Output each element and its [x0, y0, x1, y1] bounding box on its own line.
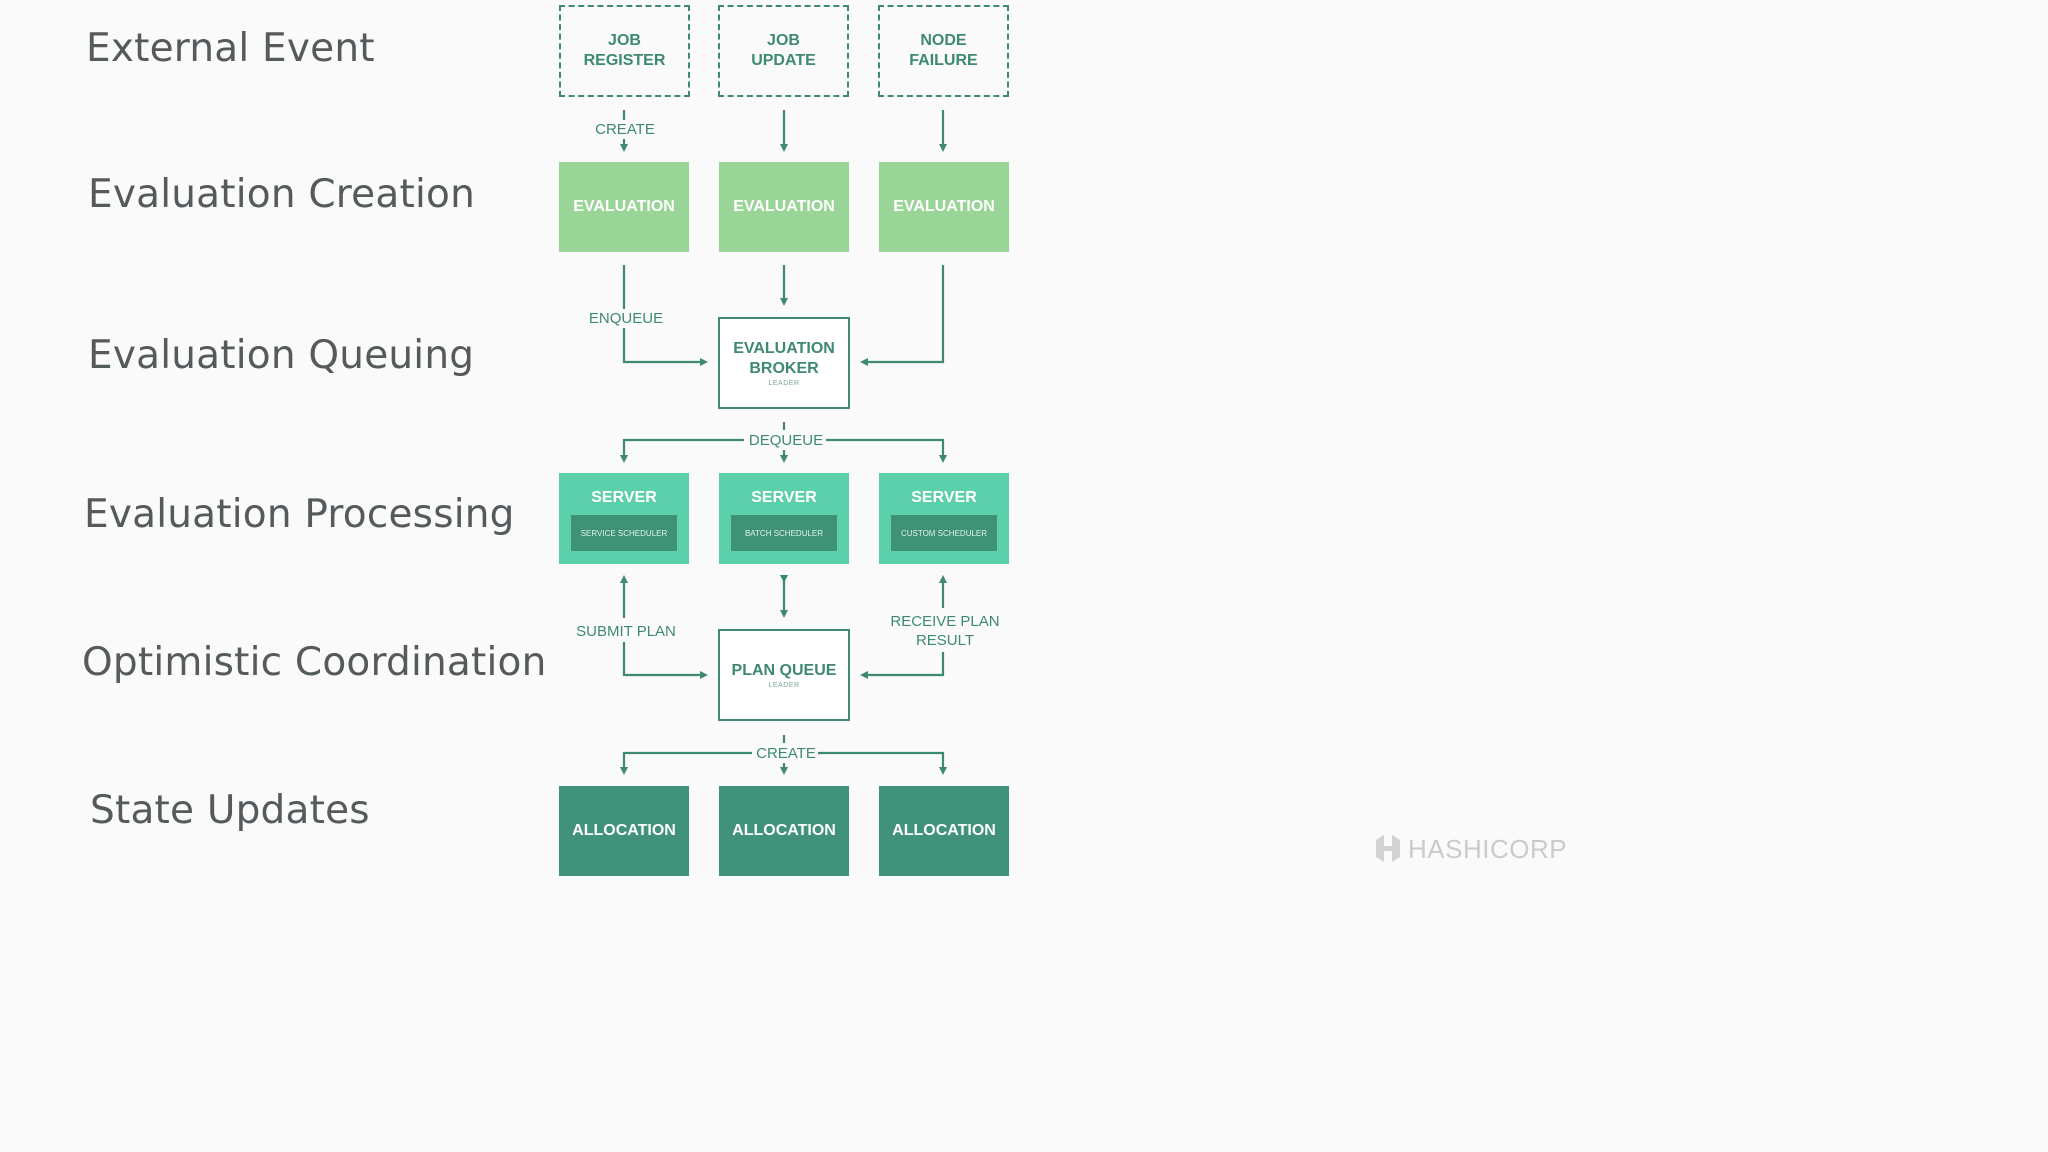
edge-label-receive-plan-result: RECEIVE PLAN RESULT: [884, 612, 1006, 650]
custom-scheduler: CUSTOM SCHEDULER: [891, 515, 997, 551]
event-job-register: JOB REGISTER: [559, 5, 690, 97]
arrow-enqueue-right: [860, 265, 945, 366]
event-line1: JOB: [608, 32, 641, 49]
event-job-update: JOB UPDATE: [718, 5, 849, 97]
row-label-state-updates: State Updates: [90, 788, 370, 833]
hashicorp-logo-text: HASHICORP: [1408, 833, 1568, 864]
evaluation-2: EVALUATION: [719, 162, 849, 252]
arrow-create-right: [816, 751, 947, 775]
broker-line1: EVALUATION: [733, 339, 835, 357]
event-line2: FAILURE: [909, 52, 978, 69]
broker-leader-label: LEADER: [768, 379, 800, 387]
arrow-receive-result-left: [860, 652, 945, 679]
server-custom: SERVER CUSTOM SCHEDULER: [879, 473, 1009, 564]
server-service: SERVER SERVICE SCHEDULER: [559, 473, 689, 564]
hashicorp-logo-icon: [1376, 835, 1400, 862]
row-label-evaluation-creation: Evaluation Creation: [88, 172, 475, 217]
plan-queue-title: PLAN QUEUE: [731, 661, 837, 679]
plan-queue: PLAN QUEUE LEADER: [718, 629, 850, 721]
event-line1: NODE: [920, 32, 967, 49]
evaluation-3: EVALUATION: [879, 162, 1009, 252]
receive-plan-line2: RESULT: [915, 632, 975, 649]
row-label-external-event: External Event: [86, 26, 375, 71]
allocation-3: ALLOCATION: [879, 786, 1009, 876]
batch-scheduler: BATCH SCHEDULER: [731, 515, 837, 551]
row-label-evaluation-processing: Evaluation Processing: [84, 492, 515, 537]
arrow-submit-plan-right: [622, 642, 708, 679]
broker-line2: BROKER: [749, 359, 819, 377]
arrow-dequeue-left: [620, 438, 744, 463]
row-label-evaluation-queuing: Evaluation Queuing: [88, 333, 475, 378]
event-line2: REGISTER: [583, 52, 666, 69]
server-title: SERVER: [751, 489, 817, 506]
row-label-optimistic-coordination: Optimistic Coordination: [82, 640, 547, 685]
allocation-1: ALLOCATION: [559, 786, 689, 876]
event-line1: JOB: [767, 32, 800, 49]
edge-label-create-bottom: CREATE: [754, 744, 818, 763]
evaluation-1: EVALUATION: [559, 162, 689, 252]
evaluation-broker: EVALUATION BROKER LEADER: [718, 317, 850, 409]
arrow-enqueue-left: [622, 265, 708, 366]
diagram-stage: External Event Evaluation Creation Evalu…: [82, 5, 1567, 876]
edge-label-dequeue: DEQUEUE: [746, 431, 826, 450]
server-batch: SERVER BATCH SCHEDULER: [719, 473, 849, 564]
arrow-create-left: [620, 751, 752, 775]
server-title: SERVER: [911, 489, 977, 506]
edge-label-create-top: CREATE: [592, 120, 658, 139]
plan-queue-leader-label: LEADER: [768, 681, 800, 689]
service-scheduler: SERVICE SCHEDULER: [571, 515, 677, 551]
connector-lines: [620, 110, 947, 775]
event-line2: UPDATE: [751, 52, 816, 69]
hashicorp-logo: HASHICORP: [1372, 832, 1567, 866]
allocation-2: ALLOCATION: [719, 786, 849, 876]
edge-label-submit-plan: SUBMIT PLAN: [566, 622, 686, 641]
server-title: SERVER: [591, 489, 657, 506]
event-node-failure: NODE FAILURE: [878, 5, 1009, 97]
arrow-dequeue-right: [824, 438, 947, 463]
receive-plan-line1: RECEIVE PLAN: [890, 613, 1000, 630]
edge-label-enqueue: ENQUEUE: [584, 309, 668, 328]
